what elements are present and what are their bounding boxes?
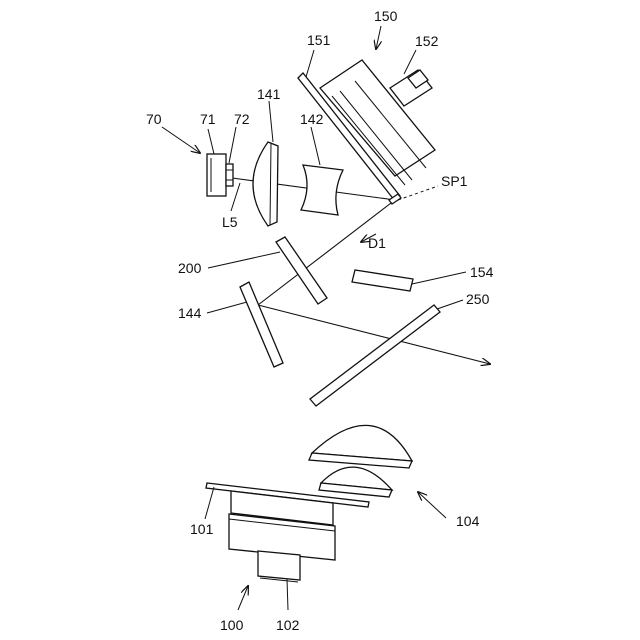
arrow-150 [376, 26, 381, 49]
arrow-70 [162, 127, 200, 153]
window-250 [310, 305, 440, 406]
label-142: 142 [300, 111, 324, 127]
emitter-72 [226, 164, 233, 186]
label-250: 250 [466, 291, 490, 307]
receiving-optics-104 [309, 425, 412, 497]
housing-71 [207, 154, 226, 196]
label-200: 200 [178, 260, 202, 276]
mirror-144 [240, 282, 283, 367]
lens-141 [253, 142, 278, 226]
detector-module-100 [206, 483, 369, 582]
label-101: 101 [190, 521, 214, 537]
label-151: 151 [307, 32, 331, 48]
label-71: 71 [200, 111, 216, 127]
detector-154 [352, 270, 413, 291]
label-141: 141 [257, 86, 281, 102]
arrow-104 [418, 492, 446, 518]
label-d1: D1 [368, 235, 386, 251]
label-154: 154 [470, 264, 494, 280]
label-102: 102 [276, 617, 300, 633]
label-144: 144 [178, 305, 202, 321]
label-104: 104 [456, 513, 480, 529]
base-102 [258, 551, 300, 580]
sp1-dashed-leader [398, 186, 438, 200]
mirror-200 [276, 237, 327, 304]
label-70: 70 [146, 111, 162, 127]
label-150: 150 [374, 8, 398, 24]
arrow-100 [238, 586, 248, 610]
label-l5: L5 [222, 214, 238, 230]
label-100: 100 [220, 617, 244, 633]
label-72: 72 [234, 111, 250, 127]
label-sp1: SP1 [441, 173, 468, 189]
lens-142 [301, 165, 343, 215]
label-152: 152 [415, 33, 439, 49]
